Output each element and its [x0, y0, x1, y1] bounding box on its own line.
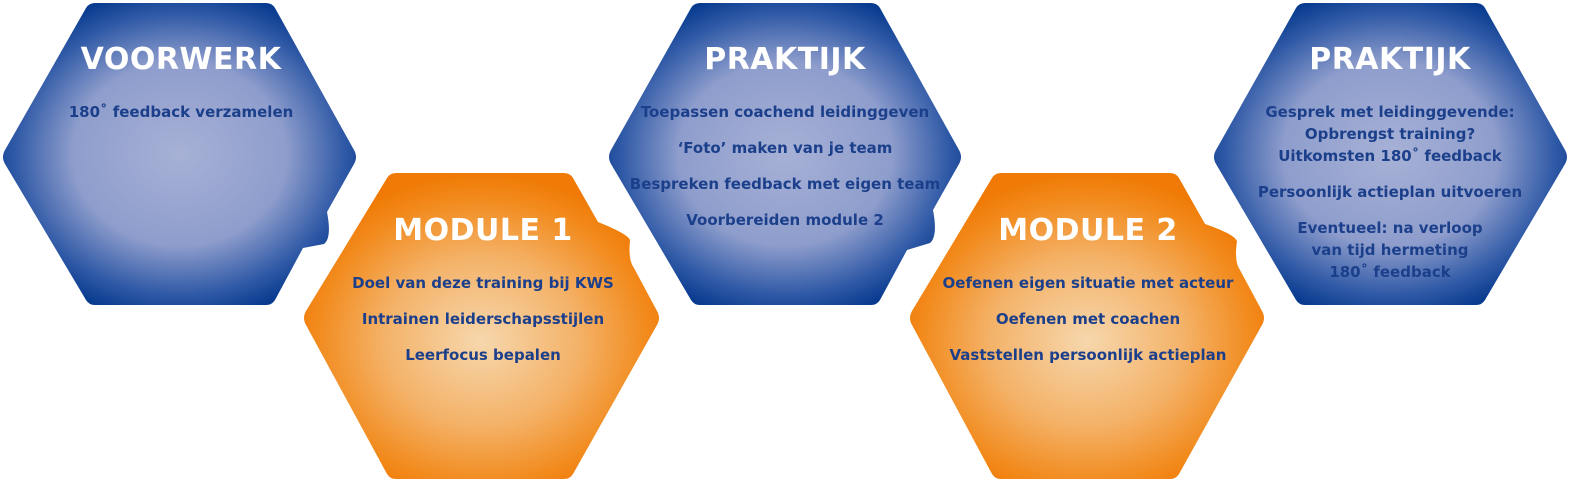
- hexagon-item: Leerfocus bepalen: [405, 346, 561, 364]
- hexagon-voorwerk-content: VOORWERK 180˚ feedback verzamelen: [21, 43, 341, 137]
- hexagon-title: MODULE 2: [998, 213, 1178, 248]
- hexagon-item: Eventueel: na verloop van tijd hermeting…: [1297, 219, 1483, 281]
- hexagon-praktijk-2-content: PRAKTIJK Gesprek met leidinggevende: Opb…: [1230, 43, 1550, 297]
- hexagon-item: Voorbereiden module 2: [686, 211, 884, 229]
- hexagon-module-2-content: MODULE 2 Oefenen eigen situatie met acte…: [928, 214, 1248, 380]
- hexagon-module-1-content: MODULE 1 Doel van deze training bij KWS …: [323, 214, 643, 380]
- hexagon-praktijk-1-content: PRAKTIJK Toepassen coachend leidinggeven…: [625, 43, 945, 245]
- hexagon-module-2: [910, 173, 1264, 479]
- hexagon-voorwerk: [3, 3, 356, 305]
- hexagon-item: Intrainen leiderschapsstijlen: [361, 310, 605, 328]
- hexagon-item: Oefenen met coachen: [995, 310, 1181, 328]
- hexagon-item: 180˚ feedback verzamelen: [68, 103, 294, 121]
- hexagon-title: MODULE 1: [393, 213, 573, 248]
- hexagon-item: Bespreken feedback met eigen team: [629, 175, 941, 193]
- hexagon-item: Persoonlijk actieplan uitvoeren: [1257, 183, 1523, 201]
- hexagon-item: Vaststellen persoonlijk actieplan: [949, 346, 1227, 364]
- hexagon-title: VOORWERK: [80, 42, 282, 77]
- hexagon-item: Doel van deze training bij KWS: [352, 274, 614, 292]
- hexagon-title: PRAKTIJK: [704, 42, 866, 77]
- hexagon-item: Oefenen eigen situatie met acteur: [942, 274, 1234, 292]
- hexagon-praktijk-2: [1214, 3, 1567, 305]
- hexagon-item: ‘Foto’ maken van je team: [677, 139, 893, 157]
- hexagon-item: Gesprek met leidinggevende: Opbrengst tr…: [1265, 103, 1515, 165]
- hexagon-module-1: [304, 173, 659, 479]
- hexagon-title: PRAKTIJK: [1309, 42, 1471, 77]
- hexagon-item: Toepassen coachend leidinggeven: [640, 103, 930, 121]
- hexagon-praktijk-1: [609, 3, 961, 305]
